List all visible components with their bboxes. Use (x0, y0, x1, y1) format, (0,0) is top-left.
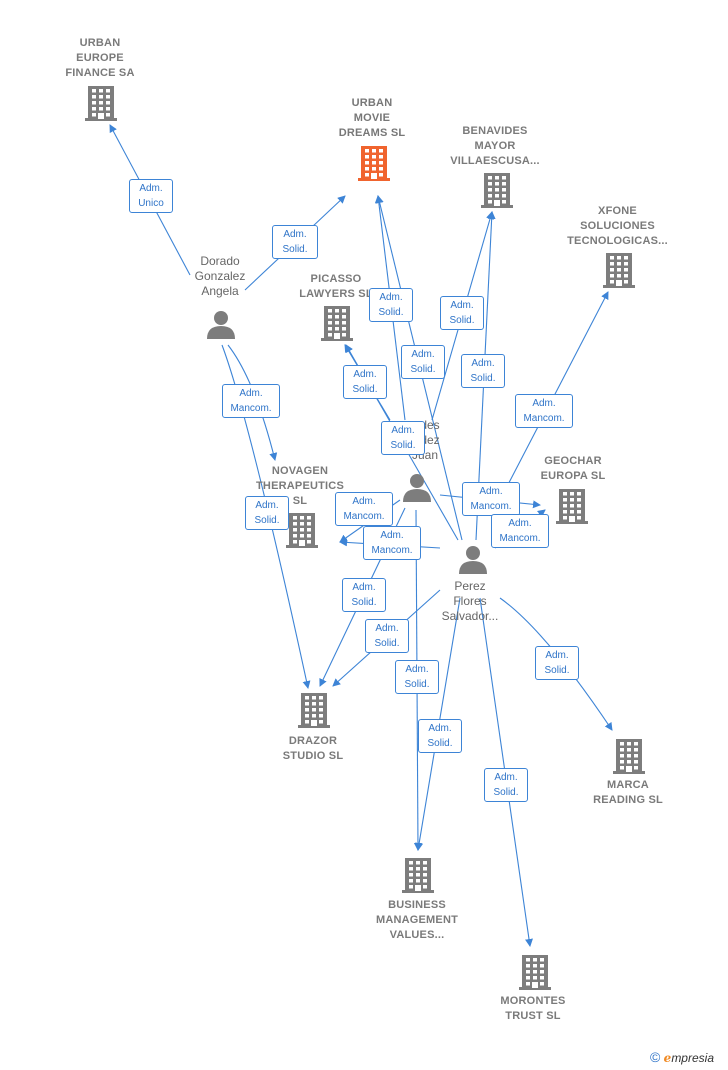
drazor-building-icon[interactable] (298, 693, 330, 728)
node-label-dorado[interactable]: Dorado Gonzalez Angela (194, 254, 246, 298)
novagen-building-icon[interactable] (286, 513, 318, 548)
edge-label[interactable]: Adm. Mancom. (335, 492, 393, 526)
edge-label[interactable]: Adm. Solid. (535, 646, 579, 680)
geochar-building-icon[interactable] (556, 489, 588, 524)
brand-logo-e: e (663, 1051, 672, 1065)
urban_movie-building-icon[interactable] (358, 146, 390, 181)
edge-label[interactable]: Adm. Solid. (440, 296, 484, 330)
edge-label[interactable]: Adm. Mancom. (363, 526, 421, 560)
edge-label[interactable]: Adm. Mancom. (462, 482, 520, 516)
brand-name: mpresia (671, 1051, 714, 1065)
node-label-novagen[interactable]: NOVAGEN THERAPEUTICS SL (256, 465, 344, 507)
node-label-geochar[interactable]: GEOCHAR EUROPA SL (540, 455, 606, 482)
edge-label[interactable]: Adm. Solid. (245, 496, 289, 530)
node-label-marca[interactable]: MARCA READING SL (593, 779, 663, 806)
edge-label[interactable]: Adm. Solid. (401, 345, 445, 379)
morontes-building-icon[interactable] (519, 955, 551, 990)
node-label-morontes[interactable]: MORONTES TRUST SL (500, 995, 566, 1022)
edge-label[interactable]: Adm. Mancom. (222, 384, 280, 418)
edge-label[interactable]: Adm. Mancom. (515, 394, 573, 428)
node-label-urban-europe[interactable]: URBAN EUROPE FINANCE SA (65, 37, 135, 79)
edge-label[interactable]: Adm. Unico (129, 179, 173, 213)
edge-label[interactable]: Adm. Solid. (343, 365, 387, 399)
node-label-drazor[interactable]: DRAZOR STUDIO SL (282, 735, 344, 762)
footer-brand: © empresia (650, 1049, 714, 1065)
edge-label[interactable]: Adm. Solid. (365, 619, 409, 653)
edge-label[interactable]: Adm. Solid. (461, 354, 505, 388)
node-label-xfone[interactable]: XFONE SOLUCIONES TECNOLOGICAS... (567, 205, 668, 247)
urban_europe-building-icon[interactable] (85, 86, 117, 121)
copyright-icon: © (650, 1049, 661, 1065)
fernandez-person-icon[interactable] (403, 474, 431, 502)
node-label-benavides[interactable]: BENAVIDES MAYOR VILLAESCUSA... (450, 125, 540, 167)
business-building-icon[interactable] (402, 858, 434, 893)
node-label-business[interactable]: BUSINESS MANAGEMENT VALUES... (375, 899, 459, 941)
picasso-building-icon[interactable] (321, 306, 353, 341)
edge-label[interactable]: Adm. Mancom. (491, 514, 549, 548)
edge-label[interactable]: Adm. Solid. (272, 225, 318, 259)
edge-label[interactable]: Adm. Solid. (484, 768, 528, 802)
edge-label[interactable]: Adm. Solid. (418, 719, 462, 753)
dorado-person-icon[interactable] (207, 311, 235, 339)
marca-building-icon[interactable] (613, 739, 645, 774)
node-label-urban-movie[interactable]: URBAN MOVIE DREAMS SL (338, 97, 406, 139)
edge-label[interactable]: Adm. Solid. (342, 578, 386, 612)
edge-dorado-drazor (221, 344, 311, 689)
perez-person-icon[interactable] (459, 546, 487, 574)
node-label-picasso[interactable]: PICASSO LAWYERS SL (299, 273, 373, 300)
edge-label[interactable]: Adm. Solid. (369, 288, 413, 322)
benavides-building-icon[interactable] (481, 173, 513, 208)
edge-label[interactable]: Adm. Solid. (381, 421, 425, 455)
node-label-perez[interactable]: Perez Flores Salvador... (441, 579, 499, 623)
xfone-building-icon[interactable] (603, 253, 635, 288)
edge-label[interactable]: Adm. Solid. (395, 660, 439, 694)
